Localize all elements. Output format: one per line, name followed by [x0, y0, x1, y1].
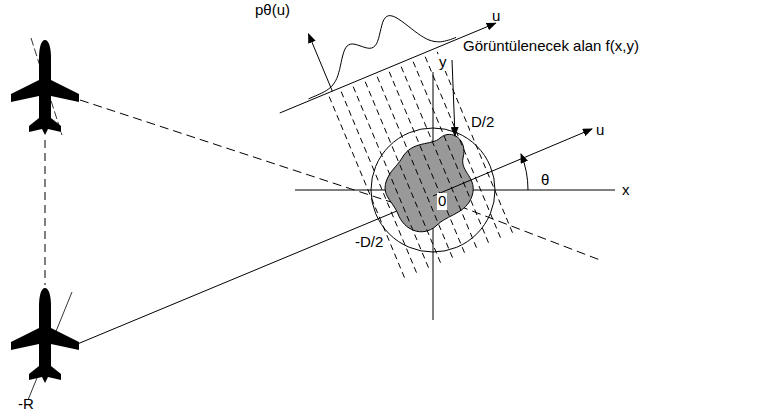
dimension-label: -D/2: [354, 234, 384, 251]
ray-line: [412, 58, 489, 243]
ray-line: [328, 93, 405, 278]
projection-value-axis: [309, 34, 333, 91]
antenna-line: [31, 38, 62, 135]
axis-label: u: [492, 8, 500, 25]
antenna-line: [28, 292, 72, 400]
flight-path: [45, 140, 46, 285]
projection: [280, 16, 513, 278]
distance-label: -R: [18, 396, 34, 413]
u-axis: [433, 129, 592, 196]
airplane: [11, 288, 79, 383]
function-label: pθ(u): [255, 2, 290, 19]
ray-line: [400, 63, 477, 248]
axis-label: y: [438, 54, 448, 71]
ray-line: [352, 83, 429, 268]
region-label: Görüntülenecek alan f(x,y): [462, 38, 640, 55]
ray-line: [436, 48, 513, 233]
imaged-region: [385, 134, 473, 231]
angle-arc: [521, 154, 528, 190]
projection-curve: [309, 16, 457, 99]
dimension-label: D/2: [470, 114, 495, 131]
ray-line: [340, 88, 417, 273]
airplane: [11, 40, 79, 135]
ray-line: [424, 53, 501, 238]
axis-label: u: [596, 122, 604, 139]
axis-label: x: [622, 182, 630, 199]
ray-line: [376, 73, 453, 258]
ray-line: [388, 68, 465, 253]
angle-label: θ: [540, 172, 550, 189]
origin-label: 0: [437, 193, 447, 210]
